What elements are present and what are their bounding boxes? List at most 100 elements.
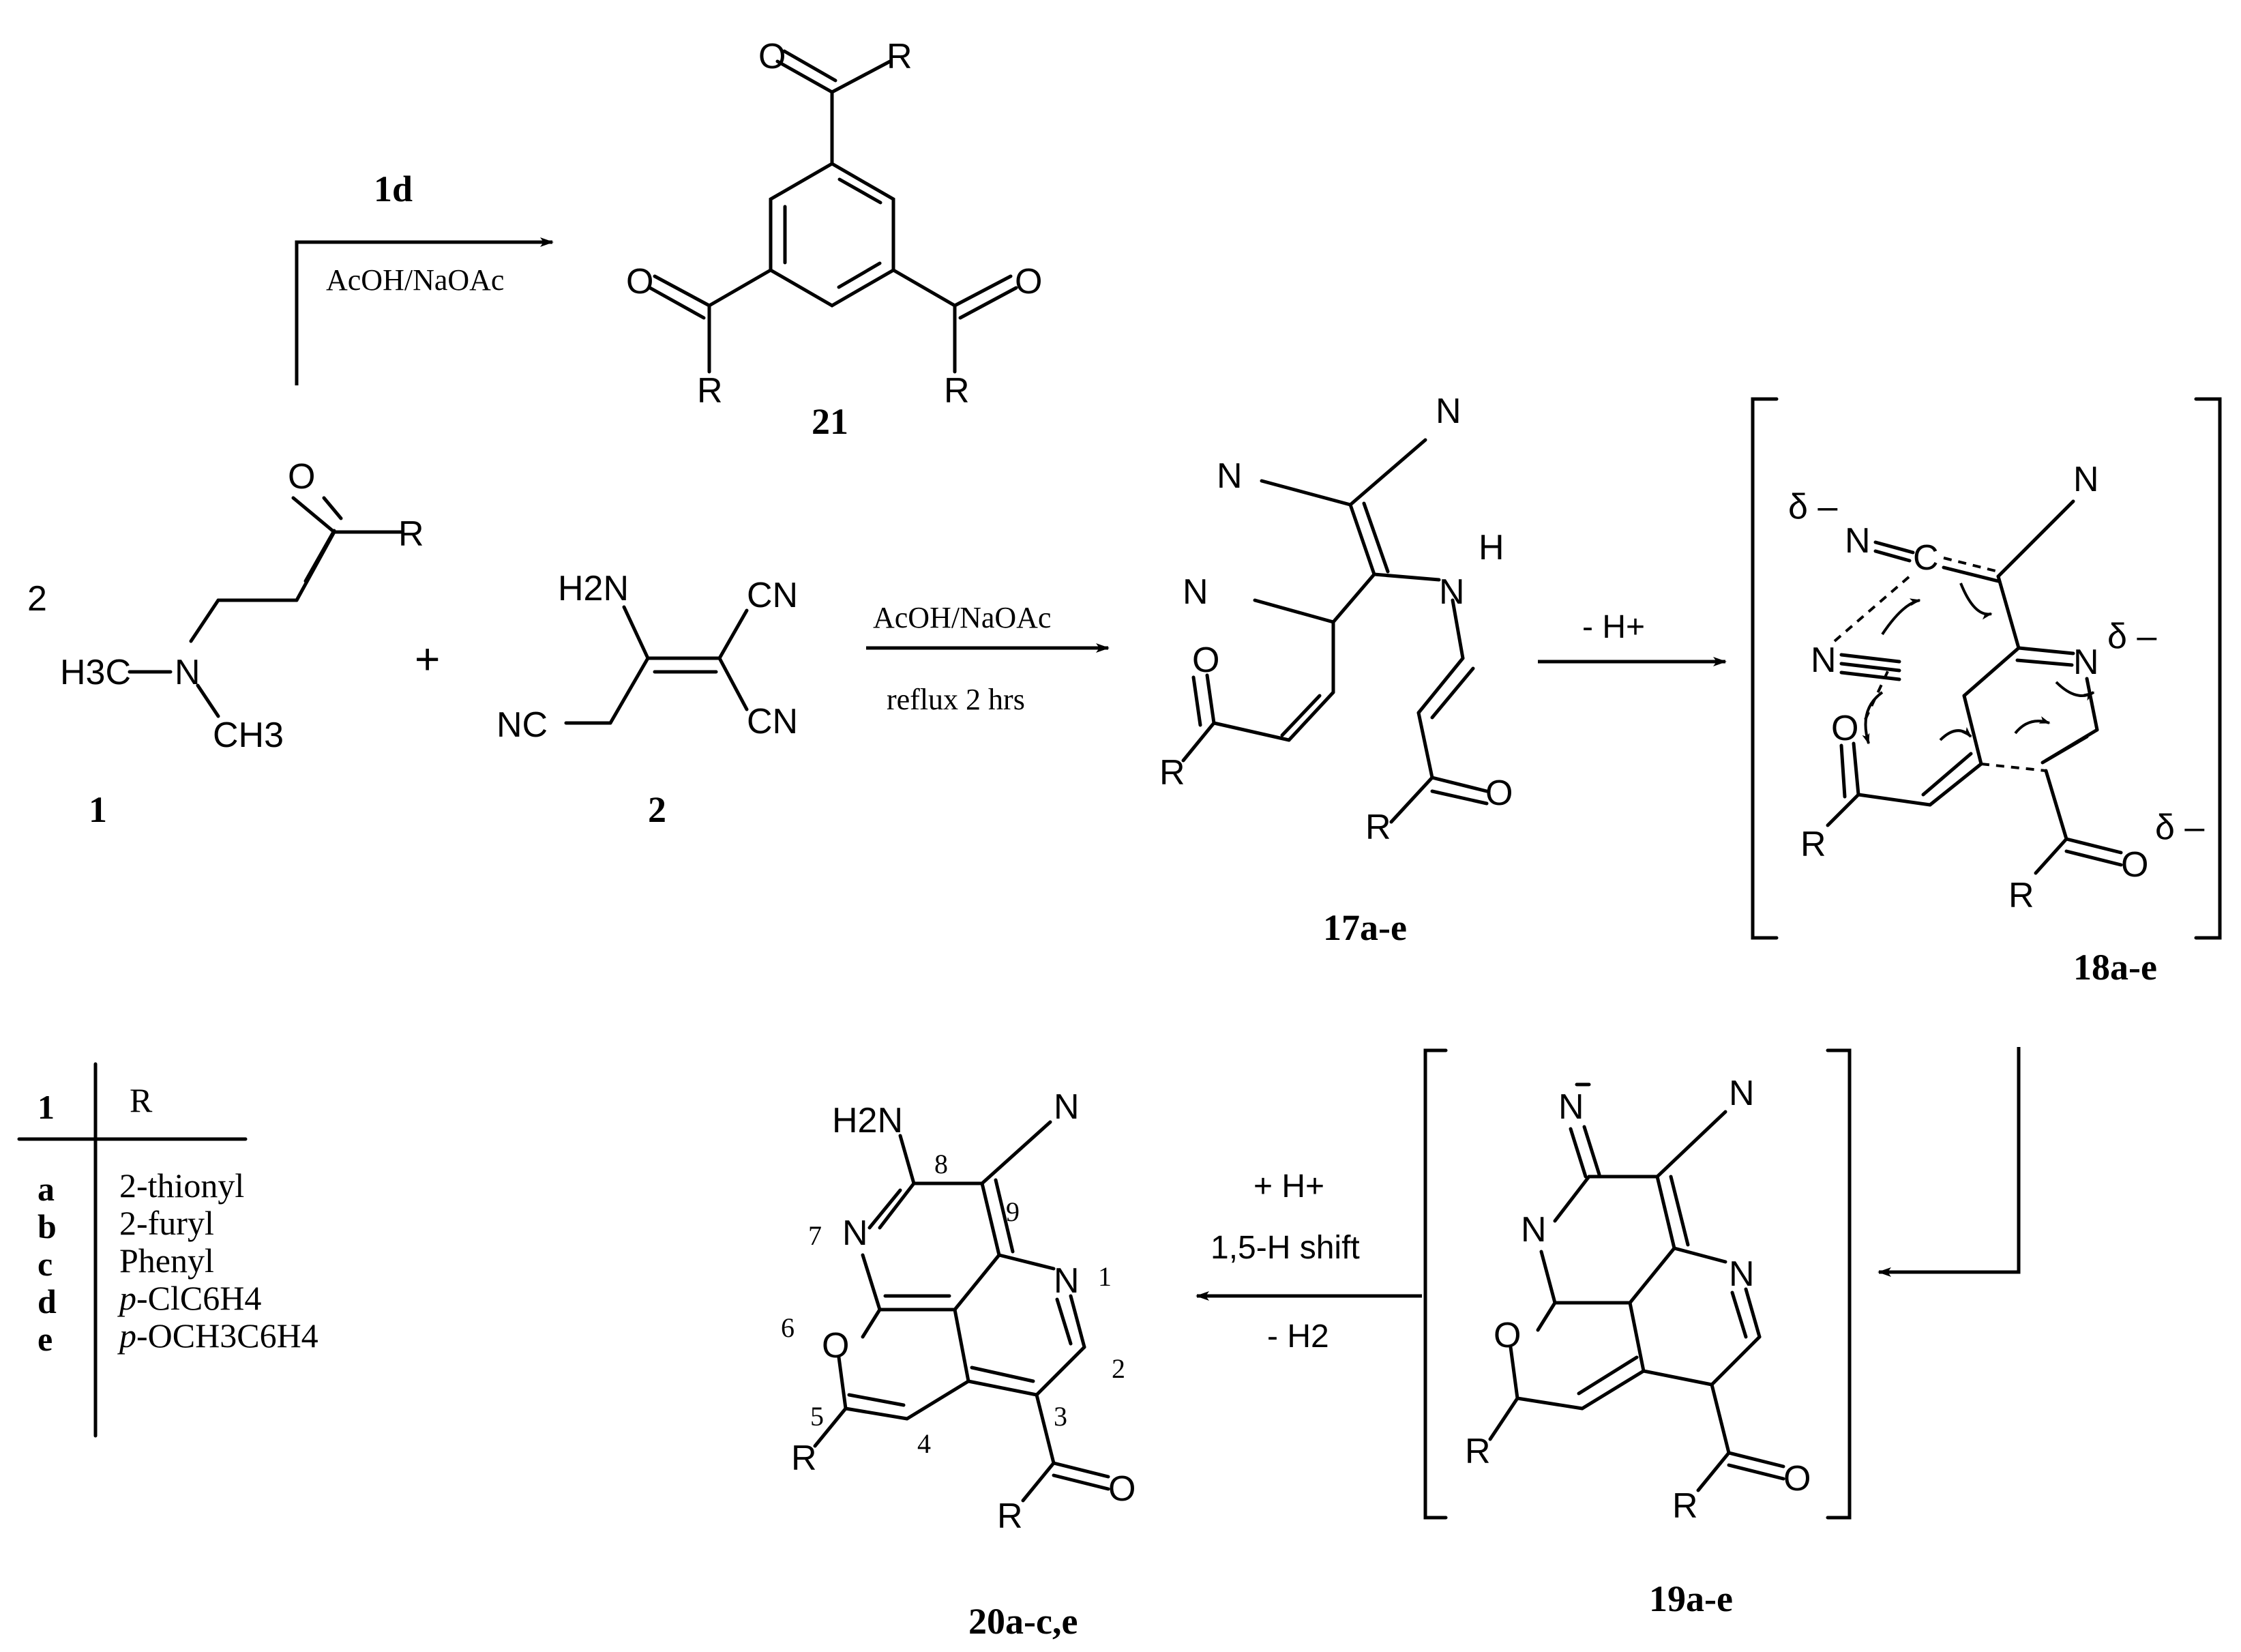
label-compound-2: 2 (648, 789, 666, 830)
atom-r: R (1800, 825, 1826, 864)
condition-solvent: AcOH/NaOAc (873, 601, 1051, 634)
compound-17-structure: N N N N H O R O R 17a-e (1159, 392, 1513, 948)
table-key: e (38, 1320, 53, 1358)
compound-21-structure: O R O R O R 21 (626, 37, 1042, 442)
atom-n: N (1811, 640, 1837, 680)
atom-r: R (1672, 1486, 1698, 1526)
arrow-to-21: 1d AcOH/NaOAc (295, 168, 554, 385)
atom-n: N (1558, 1087, 1584, 1127)
atom-n: N (2073, 643, 2099, 682)
table-key: b (38, 1207, 57, 1245)
arrow-main-reaction: AcOH/NaOAc reflux 2 hrs (866, 601, 1110, 716)
nitrile-nc: NC (496, 705, 548, 745)
condition-minus-h: - H+ (1582, 609, 1645, 645)
compound-1-structure: 2 O R N H3C CH3 1 (27, 457, 424, 830)
atom-r: R (887, 37, 912, 76)
ring-number: 5 (810, 1401, 824, 1432)
plus-sign: + (415, 634, 440, 683)
delta-minus: δ – (2107, 617, 2156, 656)
methyl-h3c: H3C (60, 653, 131, 692)
atom-n: N (2073, 460, 2099, 499)
atom-n: N (1054, 1261, 1080, 1301)
atom-o: O (1831, 709, 1858, 748)
atom-c: C (1913, 538, 1939, 578)
ring-number: 6 (781, 1312, 795, 1343)
atom-r: R (1465, 1432, 1491, 1471)
compound-20-structure: H2N N N N O R O R 1 2 (781, 1087, 1136, 1642)
atom-n: N (175, 653, 201, 692)
compound-18-structure: δ – N C N N δ – O R N (1751, 397, 2222, 988)
atom-r: R (2008, 876, 2034, 915)
table-key: d (38, 1282, 57, 1321)
atom-o: O (1783, 1459, 1811, 1499)
table-value-d: p-ClC6H4 (117, 1279, 261, 1317)
atom-o: O (758, 37, 786, 76)
compound-2-structure: H2N CN CN NC 2 (496, 569, 798, 830)
atom-n: N (842, 1213, 868, 1253)
table-header-r: R (130, 1081, 153, 1119)
condition-minus-h2: - H2 (1267, 1318, 1329, 1355)
table-value: 2-thionyl (119, 1166, 244, 1205)
ring-number: 4 (917, 1428, 931, 1459)
arrow-deprotonation: - H+ (1538, 609, 1727, 666)
atom-r: R (944, 371, 970, 411)
delta-minus: δ – (2155, 808, 2204, 847)
label-compound-17: 17a-e (1323, 907, 1407, 948)
atom-n: N (1183, 572, 1208, 612)
arrow-18-to-19 (1878, 1047, 2021, 1277)
atom-n: N (1729, 1254, 1755, 1294)
ring-number: 3 (1054, 1401, 1067, 1432)
arrow-19-to-20: + H+ 1,5-H shift - H2 (1196, 1168, 1422, 1355)
atom-o: O (1015, 262, 1042, 301)
atom-r: R (997, 1496, 1023, 1536)
atom-n: N (1436, 392, 1461, 431)
atom-r: R (1365, 808, 1391, 847)
label-compound-20: 20a-c,e (968, 1601, 1078, 1642)
reagent-1d: 1d (374, 168, 413, 209)
table-value: 2-furyl (119, 1204, 214, 1242)
compound-19-structure: N C N N N O R O R 19a-e (1423, 1048, 1852, 1619)
label-compound-21: 21 (812, 401, 848, 442)
ring-number: 2 (1112, 1353, 1125, 1384)
ring-number: 9 (1006, 1196, 1020, 1227)
condition-solvent-top: AcOH/NaOAc (326, 263, 504, 297)
atom-o: O (1108, 1469, 1136, 1509)
atom-n: N (1521, 1210, 1547, 1250)
delta-minus: δ – (1788, 487, 1837, 527)
nitrile-cn: CN (747, 702, 798, 741)
atom-n: N (1439, 572, 1465, 612)
label-compound-1: 1 (89, 789, 107, 830)
table-value: Phenyl (119, 1241, 214, 1280)
label-compound-19: 19a-e (1649, 1578, 1733, 1619)
condition-reflux: reflux 2 hrs (887, 683, 1025, 716)
atom-o: O (1192, 640, 1219, 680)
atom-h: H (1479, 528, 1504, 567)
nitrile-cn: CN (747, 576, 798, 615)
atom-n: N (1217, 456, 1243, 496)
table-header-compound: 1 (38, 1088, 55, 1126)
atom-r: R (398, 514, 424, 554)
amine-h2n: H2N (832, 1101, 903, 1140)
methyl-ch3: CH3 (213, 716, 284, 755)
atom-o: O (2121, 845, 2148, 885)
atom-o: O (288, 457, 315, 497)
ring-number: 8 (934, 1149, 948, 1179)
substituent-table: 1 R a 2-thionyl b 2-furyl c Phenyl d p-C… (17, 1062, 318, 1438)
atom-r: R (1159, 753, 1185, 793)
table-key: a (38, 1170, 55, 1208)
atom-o: O (626, 262, 653, 301)
table-value-e: p-OCH3C6H4 (117, 1316, 318, 1355)
atom-r: R (791, 1439, 817, 1478)
atom-n: N (1054, 1087, 1080, 1127)
atom-n: N (1845, 521, 1871, 561)
atom-r: R (697, 371, 723, 411)
condition-shift: 1,5-H shift (1211, 1230, 1360, 1266)
label-compound-18: 18a-e (2073, 947, 2157, 988)
table-key: c (38, 1245, 53, 1283)
atom-o: O (822, 1326, 849, 1366)
ring-number: 7 (808, 1220, 822, 1251)
coefficient-2: 2 (27, 579, 47, 619)
atom-o: O (1485, 773, 1513, 813)
condition-plus-h: + H+ (1253, 1168, 1324, 1205)
